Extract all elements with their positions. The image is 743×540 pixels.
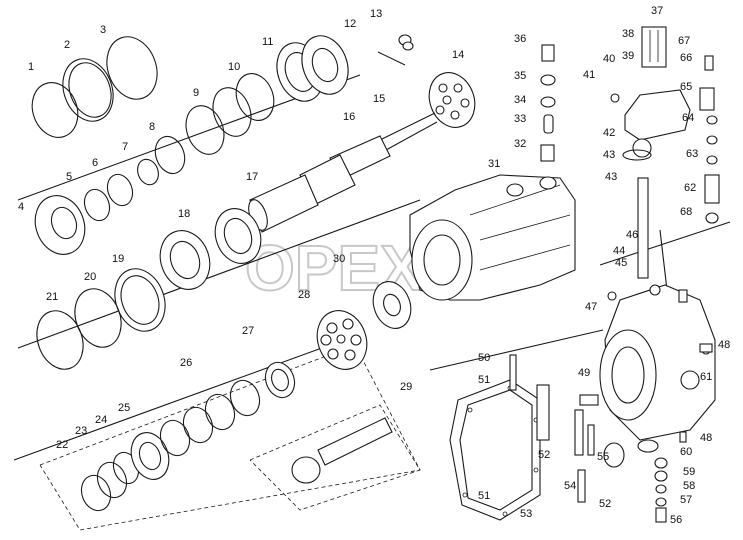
callout-17: 17 (246, 171, 258, 183)
callout-67: 67 (678, 35, 690, 47)
callout-1: 1 (28, 61, 34, 73)
end-cover (599, 284, 716, 441)
callout-71: 71 (0, 0, 12, 3)
callout-38: 38 (622, 28, 634, 40)
callout-29: 29 (400, 381, 412, 393)
callout-50: 50 (478, 352, 490, 364)
callout-66: 66 (680, 52, 692, 64)
callout-14: 14 (452, 49, 464, 61)
callout-47: 47 (585, 301, 597, 313)
pump-housing (409, 174, 576, 301)
callout-51: 51 (478, 374, 490, 386)
upper-plate-parts (377, 34, 476, 128)
callout-61: 61 (700, 371, 712, 383)
callout-55: 55 (597, 451, 609, 463)
callout-22: 22 (56, 439, 68, 451)
callout-32: 32 (514, 138, 526, 150)
callout-59: 59 (683, 466, 695, 478)
callout-2: 2 (64, 39, 70, 51)
callout-7: 7 (122, 141, 128, 153)
callout-15: 15 (373, 93, 385, 105)
callout-10: 10 (228, 61, 240, 73)
valve-parts (509, 343, 713, 523)
callout-56: 56 (670, 514, 682, 526)
callout-53: 53 (520, 508, 532, 520)
callout-13: 13 (370, 8, 382, 20)
callout-44: 44 (613, 245, 625, 257)
callout-43: 43 (605, 171, 617, 183)
callout-30: 30 (333, 253, 345, 265)
callout-27: 27 (242, 325, 254, 337)
callout-37: 37 (651, 5, 663, 17)
callout-6: 6 (92, 157, 98, 169)
callout-3: 3 (100, 24, 106, 36)
callout-5: 5 (66, 171, 72, 183)
callout-25: 25 (118, 402, 130, 414)
drive-shaft (248, 112, 438, 233)
callout-33: 33 (514, 113, 526, 125)
callout-69: 69 (0, 0, 12, 3)
callout-24: 24 (95, 414, 107, 426)
callout-4: 4 (18, 201, 24, 213)
bearing-group (36, 208, 262, 370)
group-dividers (13, 74, 731, 531)
callout-8: 8 (149, 121, 155, 133)
callout-11: 11 (262, 36, 273, 48)
callout-43: 43 (603, 149, 615, 161)
callout-31: 31 (488, 158, 500, 170)
callout-16: 16 (343, 111, 355, 123)
callout-45: 45 (615, 257, 627, 269)
callout-68: 68 (680, 206, 692, 218)
callout-42: 42 (603, 127, 615, 139)
callout-46: 46 (626, 229, 638, 241)
piston-rod (291, 417, 393, 484)
lower-ring-group (80, 361, 296, 512)
callout-39: 39 (622, 50, 634, 62)
callout-23: 23 (75, 425, 87, 437)
callout-58: 58 (683, 480, 695, 492)
callout-48: 48 (700, 432, 712, 444)
callout-63: 63 (686, 148, 698, 160)
cylinder-block (316, 281, 412, 370)
rods (637, 177, 668, 291)
callout-65: 65 (680, 81, 692, 93)
ring-parts-group (31, 35, 349, 255)
callout-57: 57 (680, 494, 692, 506)
callout-51: 51 (478, 490, 490, 502)
callout-70: 70 (0, 0, 12, 3)
callout-36: 36 (514, 33, 526, 45)
callout-54: 54 (564, 480, 576, 492)
callout-9: 9 (193, 87, 199, 99)
callout-64: 64 (682, 112, 694, 124)
callout-48: 48 (718, 339, 730, 351)
callout-18: 18 (178, 208, 190, 220)
callout-40: 40 (603, 53, 615, 65)
callout-34: 34 (514, 94, 526, 106)
callout-35: 35 (514, 70, 526, 82)
callout-21: 21 (46, 291, 58, 303)
gasket (449, 379, 541, 521)
callout-52: 52 (538, 449, 550, 461)
callout-62: 62 (684, 182, 696, 194)
callout-28: 28 (298, 289, 310, 301)
callout-41: 41 (583, 69, 595, 81)
callout-49: 49 (578, 367, 590, 379)
callout-layer: 1234567891011121314151617181920212223242… (0, 0, 730, 526)
callout-20: 20 (84, 271, 96, 283)
small-parts-column (540, 26, 720, 224)
callout-26: 26 (180, 357, 192, 369)
callout-19: 19 (112, 253, 124, 265)
callout-60: 60 (680, 446, 692, 458)
callout-52: 52 (599, 498, 611, 510)
callout-12: 12 (344, 18, 356, 30)
